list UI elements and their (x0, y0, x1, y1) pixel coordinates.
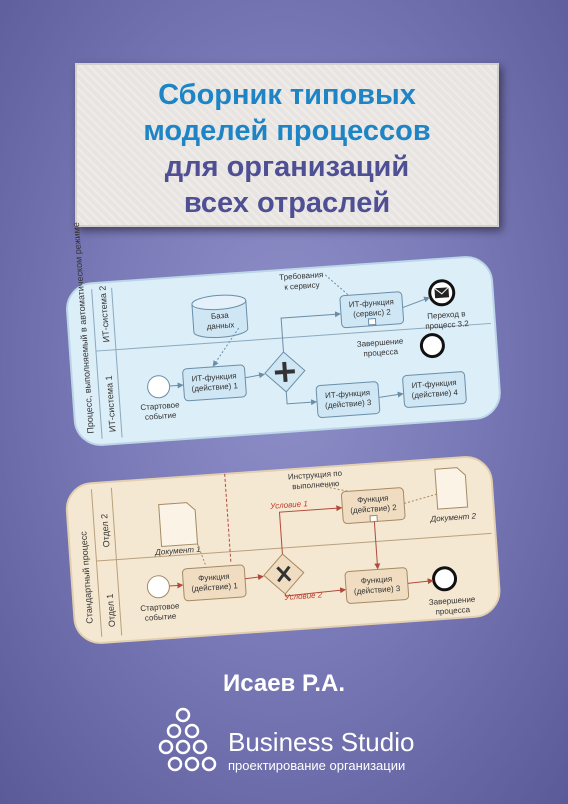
document-1-icon (158, 502, 199, 547)
completion-label-2: процесса (363, 347, 399, 358)
diagram1-lane-bottom: ИТ-система 1 (104, 375, 118, 432)
it-task-4-line-1: ИТ-функция (411, 378, 457, 390)
it-task-4-line-2: (действие) 4 (411, 388, 458, 400)
start-label-2: событие (145, 411, 178, 422)
end-event-icon (419, 333, 445, 359)
completion-label-1: Завершение (357, 337, 405, 349)
title-line-3: для организаций (164, 151, 410, 183)
title-line-4: всех отраслей (183, 187, 391, 219)
doc2-label: Документ 2 (429, 511, 477, 523)
expand-marker-icon (367, 317, 377, 326)
it-task-3-line-1: ИТ-функция (325, 388, 371, 400)
start-label-1: Стартовое (140, 400, 180, 412)
task-1-line-1: Функция (198, 572, 230, 583)
completion2-label-2: процесса (435, 605, 471, 616)
task-2-line-1: Функция (357, 494, 389, 505)
diagram2-lane-top: Отдел 2 (99, 513, 111, 547)
message-end-event-icon (428, 279, 456, 307)
parallel-gateway-icon (264, 351, 306, 393)
start2-label-1: Стартовое (140, 601, 180, 613)
document-2-icon (434, 467, 469, 510)
task-3-line-1: Функция (360, 574, 392, 585)
it-task-1-line-2: (действие) 1 (191, 381, 238, 393)
service-task-line-1: ИТ-функция (348, 297, 394, 309)
condition-1-label: Условие 1 (269, 499, 308, 511)
task-1 (181, 564, 247, 602)
transition-label-1: Переход в (427, 309, 466, 321)
transition-label-2: процесс 3.2 (425, 319, 470, 331)
task-1-line-2: (действие) 1 (191, 581, 238, 593)
instruction-label-2: выполнению (292, 479, 340, 491)
task-3-line-2: (действие) 3 (354, 584, 401, 596)
instruction-label-1: Инструкция по (288, 469, 343, 482)
database-icon (191, 294, 249, 339)
db-label-1: База (211, 311, 230, 321)
brand-tagline: проектирование организации (228, 758, 406, 773)
doc1-label: Документ 1 (154, 545, 201, 557)
requirements-label-2: к сервису (284, 280, 320, 291)
condition-2-label: Условие 2 (283, 590, 323, 602)
service-task-line-2: (сервис) 2 (353, 307, 392, 319)
title-box: Сборник типовых моделей процессов для ор… (75, 63, 499, 227)
requirements-label-1: Требования (279, 270, 324, 282)
it-task-1 (182, 364, 247, 402)
title-line-2: моделей процессов (143, 115, 431, 147)
completion2-label-1: Завершение (429, 595, 477, 607)
author-name: Исаев Р.А. (222, 670, 346, 697)
diagram1-lane-top: ИТ-система 2 (97, 285, 111, 342)
it-task-1-line-1: ИТ-функция (191, 371, 237, 383)
task-2-line-2: (действие) 2 (350, 503, 397, 515)
diagram2-lane-bottom: Отдел 1 (105, 593, 117, 627)
it-task-3-line-2: (действие) 3 (325, 398, 372, 410)
start2-label-2: событие (145, 612, 178, 623)
title-line-1: Сборник типовых (158, 79, 416, 111)
brand-name: Business Studio (228, 727, 415, 757)
db-label-2: данных (206, 320, 234, 331)
